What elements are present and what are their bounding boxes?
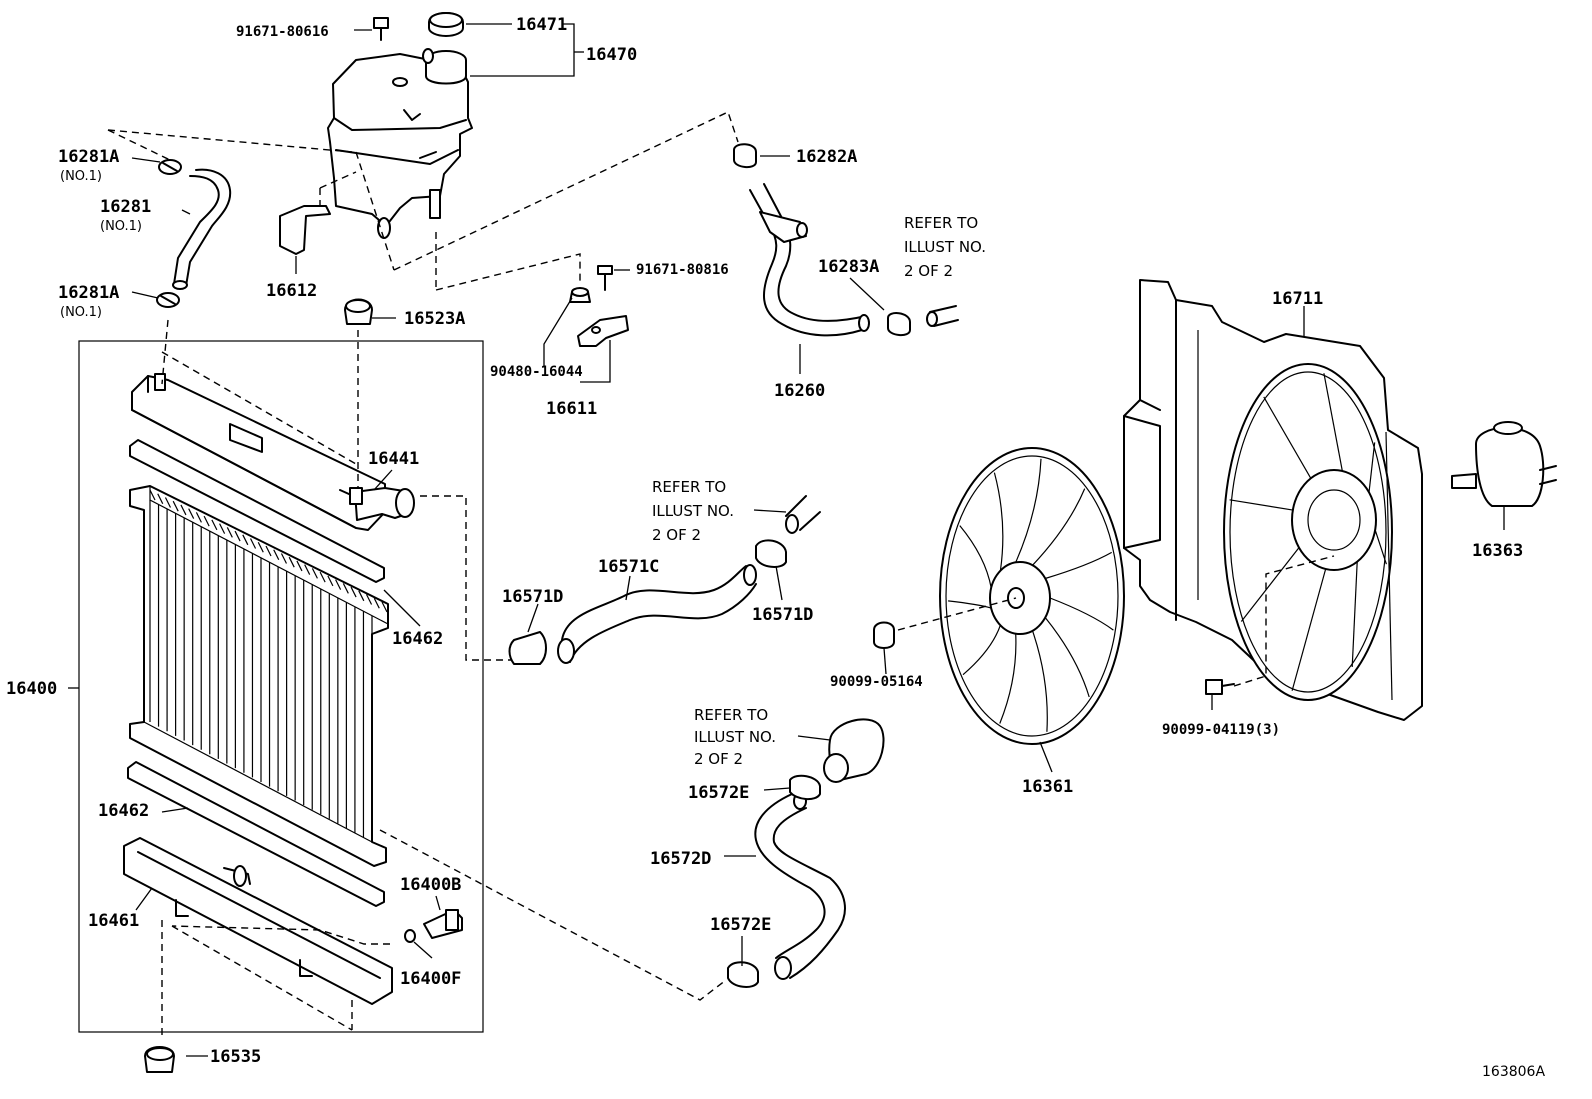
- label-90099-04119: 90099-04119(3): [1162, 722, 1280, 738]
- label-16523a: 16523A: [404, 309, 465, 329]
- refer-note-1: REFER TO ILLUST NO. 2 OF 2: [904, 214, 986, 280]
- svg-text:ILLUST NO.: ILLUST NO.: [694, 728, 776, 746]
- hose-clamp-16283a: [887, 312, 911, 336]
- label-16281: 16281: [100, 197, 151, 217]
- cooling-fan: [939, 447, 1125, 745]
- figure-id: 163806A: [1482, 1064, 1545, 1080]
- svg-text:ILLUST NO.: ILLUST NO.: [652, 502, 734, 520]
- label-16363: 16363: [1472, 541, 1523, 561]
- label-16572e-top: 16572E: [688, 783, 749, 803]
- label-16470: 16470: [586, 45, 637, 65]
- part-number-labels: 16471 16470 91671-80616 16281A (NO.1) 16…: [6, 15, 1523, 1067]
- svg-text:REFER TO: REFER TO: [694, 706, 768, 724]
- thermostat-housing: [823, 718, 885, 783]
- fan-motor: [1451, 421, 1557, 507]
- svg-text:REFER TO: REFER TO: [652, 478, 726, 496]
- inlet-hose: [172, 168, 232, 290]
- label-16400f: 16400F: [400, 969, 461, 989]
- label-16612: 16612: [266, 281, 317, 301]
- label-91671-80616: 91671-80616: [236, 24, 329, 40]
- label-91671-80816: 91671-80816: [636, 262, 729, 278]
- upper-radiator-hose: [557, 564, 757, 664]
- lower-support-cushion: [144, 1046, 175, 1073]
- label-16282a: 16282A: [796, 147, 857, 167]
- drain-o-ring: [404, 929, 416, 943]
- label-16571d-left: 16571D: [502, 587, 563, 607]
- hose-clamp-16572e-top: [789, 774, 821, 800]
- label-16571d-right: 16571D: [752, 605, 813, 625]
- radiator-lower-tank: [123, 837, 393, 1005]
- bracket-grommet: [569, 287, 591, 303]
- upper-support-cushion: [344, 298, 373, 325]
- dashed-reference-lines: [107, 111, 1335, 1040]
- reservoir-bracket: [279, 205, 331, 255]
- svg-text:REFER TO: REFER TO: [904, 214, 978, 232]
- label-16281a-bottom-note: (NO.1): [60, 305, 102, 320]
- drain-cock: [423, 909, 463, 939]
- label-16283a: 16283A: [818, 257, 879, 277]
- label-16462-bottom: 16462: [98, 801, 149, 821]
- fan-nut: [873, 621, 895, 649]
- leader-lines: [68, 23, 1505, 1057]
- label-16400: 16400: [6, 679, 57, 699]
- svg-text:2 OF 2: 2 OF 2: [652, 526, 701, 544]
- hose-clamp-16282a: [733, 143, 757, 168]
- hose-end-refer: [926, 305, 959, 327]
- label-16535: 16535: [210, 1047, 261, 1067]
- label-16571c: 16571C: [598, 557, 659, 577]
- label-16281-note: (NO.1): [100, 219, 142, 234]
- label-16572d: 16572D: [650, 849, 711, 869]
- label-16281a-top: 16281A: [58, 147, 119, 167]
- label-16400b: 16400B: [400, 875, 461, 895]
- radiator-upper-outlet: [349, 487, 415, 521]
- label-16572e-bottom: 16572E: [710, 915, 771, 935]
- upper-gasket: [129, 439, 385, 583]
- label-16471: 16471: [516, 15, 567, 35]
- label-16711: 16711: [1272, 289, 1323, 309]
- radiator-upper-tank: [131, 373, 386, 531]
- label-16260: 16260: [774, 381, 825, 401]
- hose-clamp-top: [158, 159, 182, 175]
- label-16361: 16361: [1022, 777, 1073, 797]
- hose-clamp-bottom: [156, 292, 180, 308]
- reservoir-tank: [327, 53, 473, 239]
- label-16281a-bottom: 16281A: [58, 283, 119, 303]
- svg-text:2 OF 2: 2 OF 2: [694, 750, 743, 768]
- upper-hose-end-refer: [785, 495, 821, 534]
- hose-clamp-16571d-left: [508, 631, 547, 665]
- reservoir-cap: [428, 12, 464, 37]
- hose-clamp-16572e-bottom: [727, 961, 759, 988]
- hose-bracket: [577, 315, 629, 347]
- label-16461: 16461: [88, 911, 139, 931]
- radiator-core: [129, 485, 389, 867]
- reservoir-filler-neck: [422, 48, 467, 85]
- bracket-bolt: [597, 265, 613, 291]
- svg-text:ILLUST NO.: ILLUST NO.: [904, 238, 986, 256]
- fan-shroud: [1123, 279, 1423, 721]
- refer-note-3: REFER TO ILLUST NO. 2 OF 2: [694, 706, 831, 768]
- label-90480-16044: 90480-16044: [490, 364, 583, 380]
- label-90099-05164: 90099-05164: [830, 674, 923, 690]
- label-16611: 16611: [546, 399, 597, 419]
- svg-text:2 OF 2: 2 OF 2: [904, 262, 953, 280]
- radiator-assembly-frame: [78, 340, 484, 1033]
- label-16441: 16441: [368, 449, 419, 469]
- lower-radiator-hose: [754, 792, 846, 980]
- shroud-bolt: [1205, 679, 1235, 695]
- lower-gasket: [127, 761, 385, 907]
- label-16281a-top-note: (NO.1): [60, 169, 102, 184]
- reservoir-bolt: [373, 17, 389, 41]
- refer-note-2: REFER TO ILLUST NO. 2 OF 2: [652, 478, 787, 544]
- label-16462-top: 16462: [392, 629, 443, 649]
- hose-clamp-16571d-right: [755, 539, 787, 568]
- bypass-hose: [749, 183, 870, 337]
